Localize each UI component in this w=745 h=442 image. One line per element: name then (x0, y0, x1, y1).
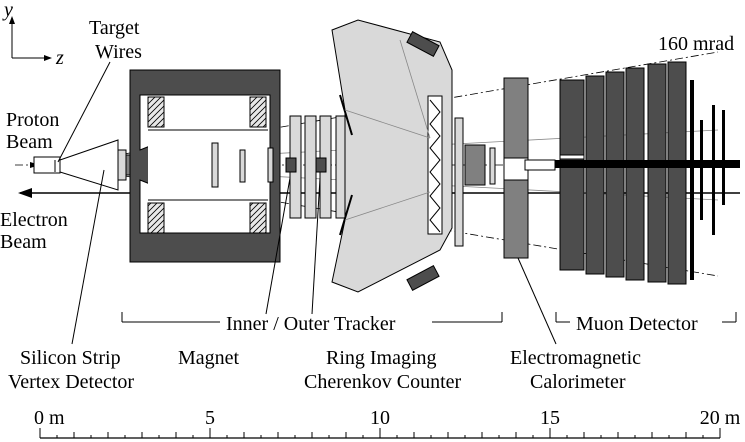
muon-detector (555, 61, 740, 285)
electron-beam-arrow (18, 188, 32, 198)
target-wires-pointer (57, 61, 111, 163)
target-wires-label-1: Target (89, 17, 140, 39)
tracker-stations (211, 115, 348, 219)
ecal-label-1: Electromagnetic (510, 347, 641, 369)
axis-indicator: y z (2, 0, 64, 69)
proton-label-1: Proton (6, 109, 59, 131)
rich-counter (331, 19, 453, 293)
electron-label-1: Electron (0, 209, 68, 231)
z-axis-label: z (55, 47, 64, 69)
muon-label: Muon Detector (576, 313, 698, 335)
electron-label-2: Beam (0, 231, 47, 253)
muon-bracket (555, 312, 737, 323)
magnet (129, 69, 281, 263)
y-arrow-head (9, 16, 15, 24)
scale-tick-label: 0 m (34, 407, 65, 429)
silicon-label-1: Silicon Strip (20, 347, 121, 369)
scale-tick-label: 5 (205, 407, 215, 429)
scale-tick-label: 10 (370, 407, 390, 429)
rich-label-2: Cherenkov Counter (304, 371, 462, 393)
rich-label-1: Ring Imaging (326, 347, 437, 369)
silicon-pointer (71, 169, 105, 345)
scale-tick-label: 20 m (700, 407, 741, 429)
target-wires-label-2: Wires (95, 41, 142, 63)
ecal-pointer (517, 257, 557, 345)
tracker-label: Inner / Outer Tracker (226, 313, 396, 335)
scale-bar: 0 m 5 10 15 20 m (34, 407, 741, 439)
tracker-stations-2 (454, 117, 496, 247)
proton-label-2: Beam (6, 131, 53, 153)
tracker-bracket (121, 177, 503, 323)
z-arrow-head (44, 55, 52, 61)
magnet-label: Magnet (178, 347, 240, 369)
silicon-label-2: Vertex Detector (8, 371, 134, 393)
scale-tick-label: 15 (540, 407, 560, 429)
vertex-detector (33, 139, 133, 191)
ecal-label-2: Calorimeter (530, 371, 626, 393)
y-axis-label: y (2, 0, 13, 21)
angle-label: 160 mrad (658, 33, 734, 55)
ecal (503, 77, 556, 259)
